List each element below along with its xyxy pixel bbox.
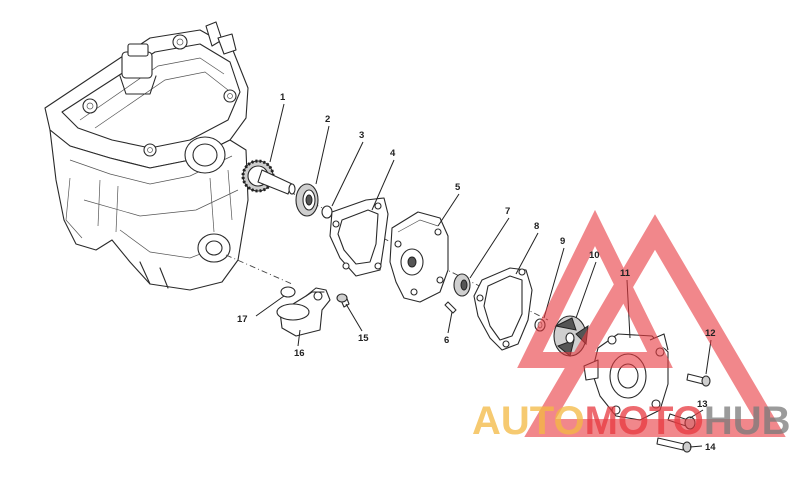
- part-17-o-ring: [280, 286, 296, 298]
- part-16-pipe: [276, 287, 331, 337]
- watermark-moto: MOTO: [585, 399, 704, 443]
- part-6-dowel-pin: [444, 301, 457, 314]
- callout-7: 7: [505, 206, 510, 217]
- part-5-pump-plate: [389, 211, 449, 303]
- watermark-logo: [517, 209, 786, 437]
- callout-8: 8: [534, 221, 539, 232]
- part-12-bolt: [686, 373, 711, 387]
- callout-11: 11: [620, 268, 631, 279]
- callout-6: 6: [444, 335, 449, 346]
- part-14-bolt: [656, 437, 692, 453]
- callout-1: 1: [280, 92, 286, 103]
- engine-block: [44, 21, 249, 291]
- part-3-circlip: [321, 205, 333, 219]
- callout-15: 15: [358, 333, 369, 344]
- callout-3: 3: [359, 130, 364, 141]
- leader-lines: [255, 103, 712, 448]
- svg-text:AUTOMOTOHUB: AUTOMOTOHUB: [472, 399, 791, 443]
- callout-5: 5: [455, 182, 461, 193]
- callout-17: 17: [237, 314, 248, 325]
- callout-14: 14: [705, 442, 716, 453]
- callout-13: 13: [697, 399, 708, 410]
- callout-16: 16: [294, 348, 305, 359]
- part-4-gasket: [329, 197, 389, 277]
- part-2-bearing: [295, 183, 319, 217]
- watermark-hub: HUB: [704, 399, 791, 443]
- part-15-screw: [336, 293, 350, 308]
- callout-2: 2: [325, 114, 330, 125]
- watermark-auto: AUTO: [472, 399, 585, 443]
- callout-4: 4: [390, 148, 396, 159]
- callout-10: 10: [589, 250, 600, 261]
- part-7-seal: [453, 273, 471, 297]
- part-8-gasket: [473, 267, 533, 351]
- watermark-text: AUTOMOTOHUB: [472, 399, 791, 443]
- callout-labels: 1 2 3 4 5 6 7 8 9 10 11 12 13 14 15 16 1…: [237, 92, 716, 453]
- callout-9: 9: [560, 236, 565, 247]
- part-1-gear-shaft: [241, 159, 296, 195]
- callout-12: 12: [705, 328, 716, 339]
